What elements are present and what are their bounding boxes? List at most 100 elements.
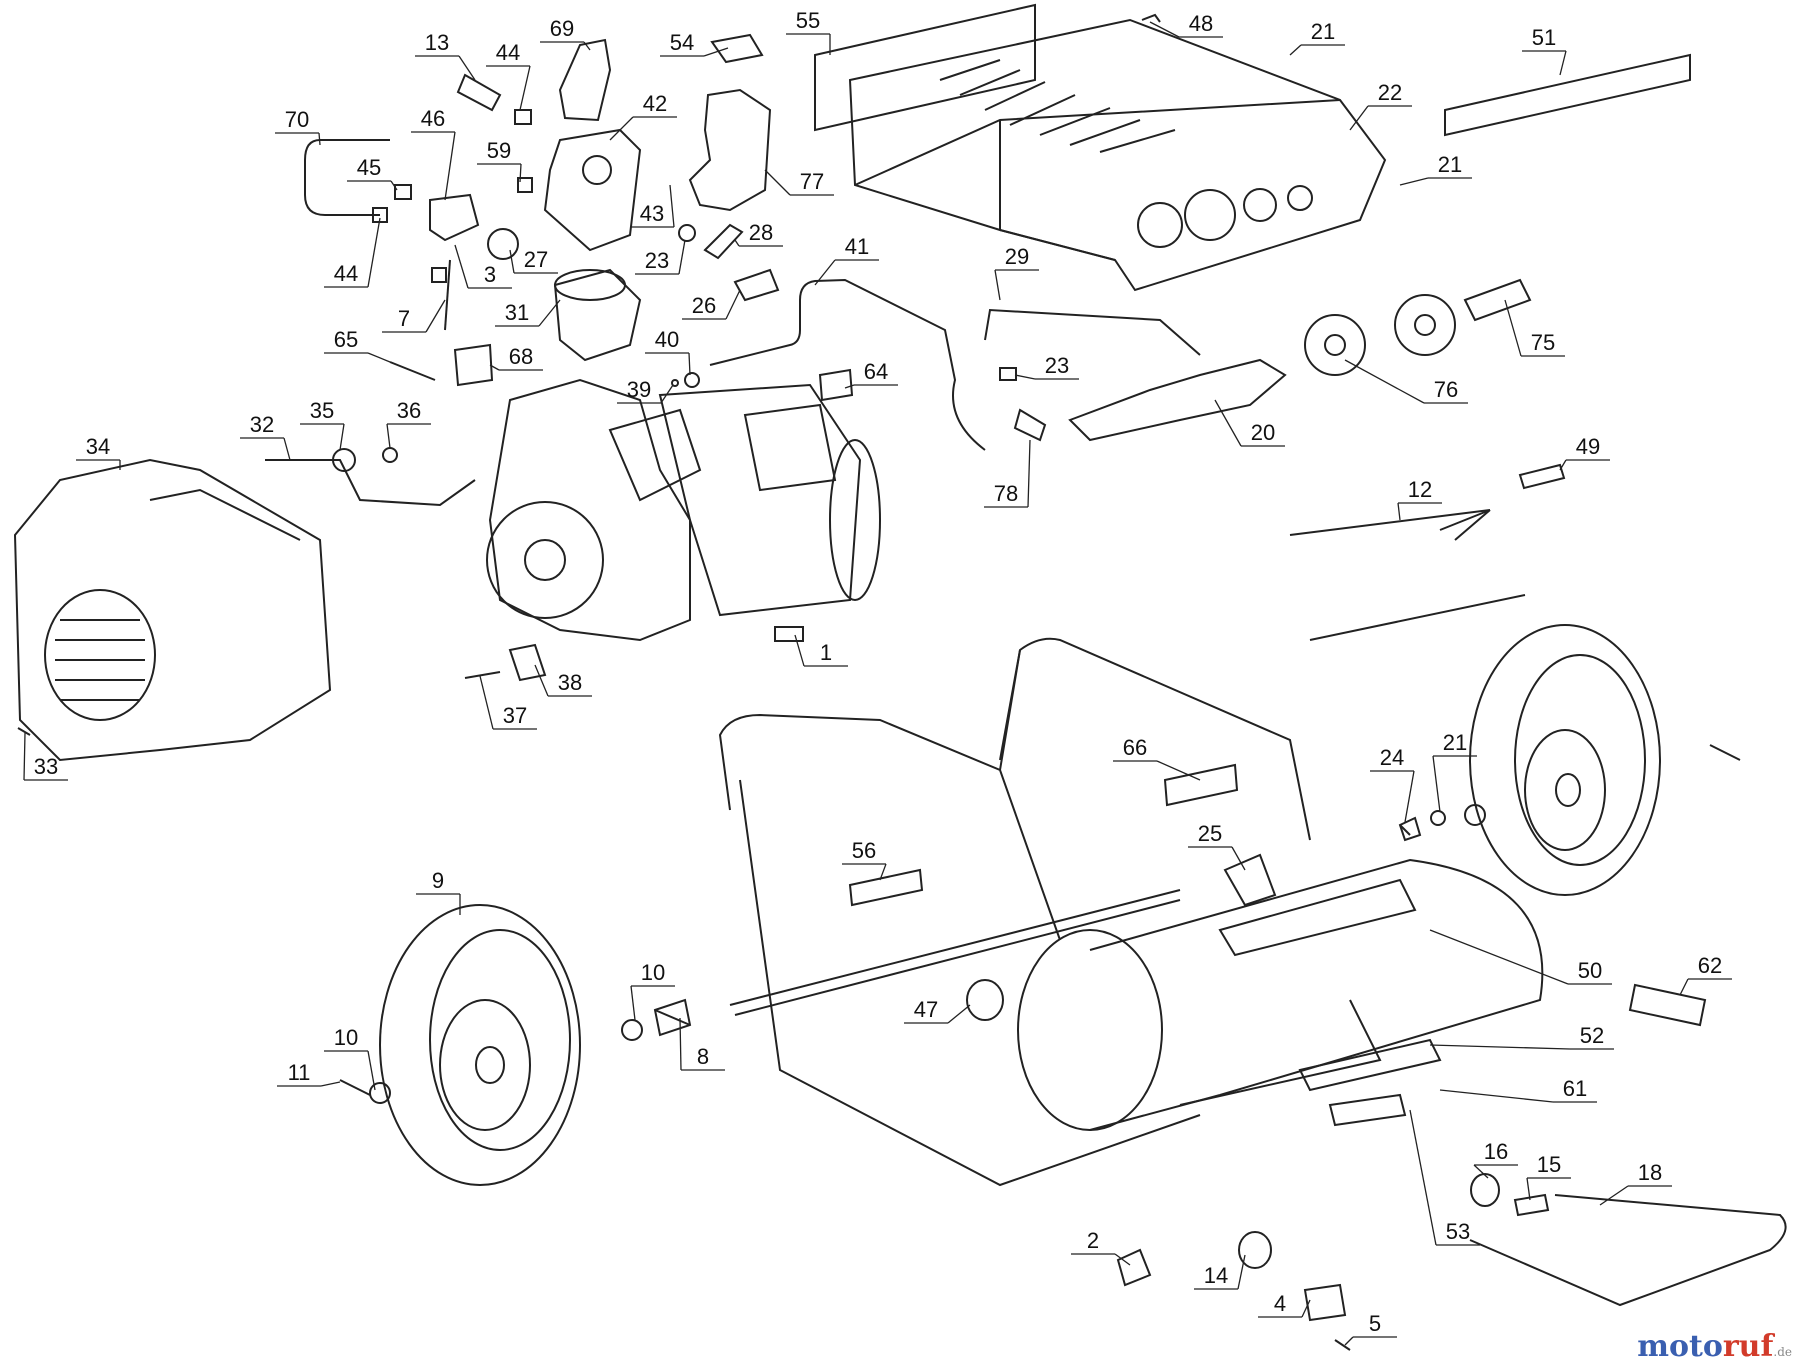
callout-labels: 1 2 3 4 5 7 8 9 10 10 11 12 13 14 15 16 … [34,8,1722,1336]
leader-line [1504,299,1522,357]
leader-line [367,1050,376,1091]
leader-line [844,384,855,389]
callout-21b: 21 [1438,152,1462,177]
callout-15: 15 [1537,1152,1561,1177]
leader-line [947,1004,971,1024]
leader-line [1399,177,1429,186]
callout-24: 24 [1380,745,1404,770]
leader-line [1237,1254,1246,1290]
watermark-suffix: .de [1773,1345,1792,1359]
leader-line [1526,1177,1531,1201]
callout-21c: 21 [1443,730,1467,755]
leader-line [538,299,561,327]
leader-line [1344,1336,1354,1346]
callout-14: 14 [1204,1263,1228,1288]
callout-65: 65 [334,327,358,352]
callout-43: 43 [640,201,664,226]
callout-68: 68 [509,344,533,369]
leader-line [23,732,26,781]
leader-line [1397,502,1401,521]
callout-35: 35 [310,398,334,423]
leader-line [320,1081,341,1087]
leader-line [678,239,686,275]
callout-25: 25 [1198,821,1222,846]
leader-line [1429,1044,1571,1050]
callout-16: 16 [1484,1139,1508,1164]
leader-line [679,1017,682,1071]
callout-46: 46 [421,106,445,131]
callout-62: 62 [1698,953,1722,978]
callout-48: 48 [1189,11,1213,36]
leader-line [454,244,469,289]
leader-line [283,437,291,461]
air-tank [1017,858,1544,1131]
leader-line [1559,50,1567,76]
leader-line [367,352,391,363]
label-51 [1444,53,1691,137]
callout-10b: 10 [334,1025,358,1050]
leader-line [669,184,675,228]
callout-44a: 44 [496,40,520,65]
leader-line [764,169,791,196]
leader-line [1409,1109,1437,1246]
callout-8: 8 [697,1044,709,1069]
callout-55: 55 [796,8,820,33]
leader-line [1214,399,1242,447]
callout-56: 56 [852,838,876,863]
callout-78: 78 [994,481,1018,506]
watermark-part-a: moto [1637,1329,1723,1364]
callout-42: 42 [643,91,667,116]
leader-line [1114,1253,1131,1266]
callout-70: 70 [285,107,309,132]
leader-line [519,65,531,111]
leader-line [703,47,729,57]
callout-45: 45 [357,155,381,180]
leader-line [660,384,674,404]
leader-line [1439,1089,1554,1103]
callout-29: 29 [1005,244,1029,269]
leader-line [318,132,321,146]
callout-61: 61 [1563,1076,1587,1101]
callout-52: 52 [1580,1023,1604,1048]
belt-cover [688,88,772,212]
callout-23b: 23 [1045,353,1069,378]
leader-line [630,985,636,1021]
callout-47: 47 [914,997,938,1022]
callout-21a: 21 [1311,19,1335,44]
callout-41: 41 [845,234,869,259]
leader-line [1473,1164,1489,1179]
leader-line [1149,21,1180,38]
callout-39: 39 [627,377,651,402]
leader-line [583,41,591,51]
leader-line [1014,374,1036,380]
leader-line [1432,755,1441,813]
callout-5: 5 [1369,1311,1381,1336]
callout-77: 77 [800,169,824,194]
part-drawings [13,3,1787,1351]
callout-13: 13 [425,30,449,55]
leader-line [994,269,1001,301]
callout-3: 3 [484,262,496,287]
callout-64: 64 [864,359,888,384]
leader-line [1301,1299,1311,1318]
callout-44b: 44 [334,261,358,286]
callout-20: 20 [1251,420,1275,445]
leader-line [1559,459,1567,471]
leader-line [339,423,345,451]
leader-line [794,634,805,667]
frame [718,637,1382,1187]
leader-lines [23,21,1732,1346]
callout-33: 33 [34,754,58,779]
callout-38: 38 [558,670,582,695]
leader-line [1027,439,1031,508]
callout-49: 49 [1576,434,1600,459]
leader-line [688,352,691,376]
callout-18: 18 [1638,1160,1662,1185]
callout-7: 7 [398,306,410,331]
callout-54: 54 [670,30,694,55]
leader-line [814,259,836,286]
leader-line [1429,929,1569,985]
pump-motor-assembly [486,378,881,642]
callout-12: 12 [1408,477,1432,502]
leader-line [489,364,500,371]
